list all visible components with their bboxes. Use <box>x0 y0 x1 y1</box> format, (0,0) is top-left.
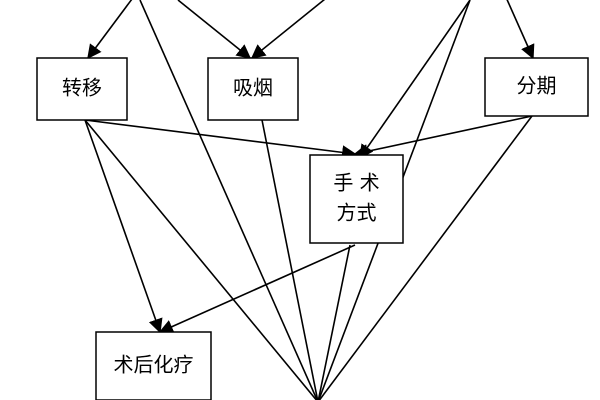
edge-metastasis-to-bottom-offscreen <box>84 119 318 400</box>
edge-top-left-offscreen-to-smoking <box>177 0 252 59</box>
edge-top-right-offscreen-to-smoking <box>250 0 326 59</box>
node-box-staging <box>484 57 589 117</box>
node-label-metastasis: 转移 <box>62 76 102 100</box>
node-smoking: 吸烟 <box>207 57 299 121</box>
edge-top-left-offscreen-to-metastasis <box>87 0 133 60</box>
node-label-staging: 分期 <box>517 74 557 98</box>
edge-top-right-offscreen-to-staging <box>506 0 535 60</box>
node-staging: 分期 <box>484 57 589 117</box>
node-box-smoking <box>207 57 299 121</box>
node-label-chemo: 术后化疗 <box>114 353 194 377</box>
node-box-metastasis <box>36 57 128 121</box>
node-metastasis: 转移 <box>36 57 128 121</box>
edge-top-left-offscreen-to-bottom-offscreen <box>139 0 318 400</box>
edge-metastasis-to-chemo <box>84 119 163 334</box>
edge-top-right-offscreen-to-surgery <box>359 0 471 160</box>
edge-staging-to-bottom-offscreen <box>318 115 533 400</box>
node-label-surgery-line-2: 方式 <box>337 201 377 225</box>
edges-layer <box>84 0 535 400</box>
node-label-surgery-line-1: 手 术 <box>333 171 379 195</box>
edge-surgery-to-chemo <box>158 244 356 334</box>
node-box-chemo <box>95 331 212 400</box>
edge-surgery-to-bottom-offscreen <box>317 244 351 400</box>
edge-staging-to-surgery <box>353 115 533 159</box>
edge-metastasis-to-surgery <box>84 119 357 160</box>
edge-smoking-to-bottom-offscreen <box>261 119 319 400</box>
node-label-smoking: 吸烟 <box>233 76 273 100</box>
node-box-surgery <box>309 154 404 244</box>
node-surgery: 手 术方式 <box>309 154 404 244</box>
node-chemo: 术后化疗 <box>95 331 212 400</box>
